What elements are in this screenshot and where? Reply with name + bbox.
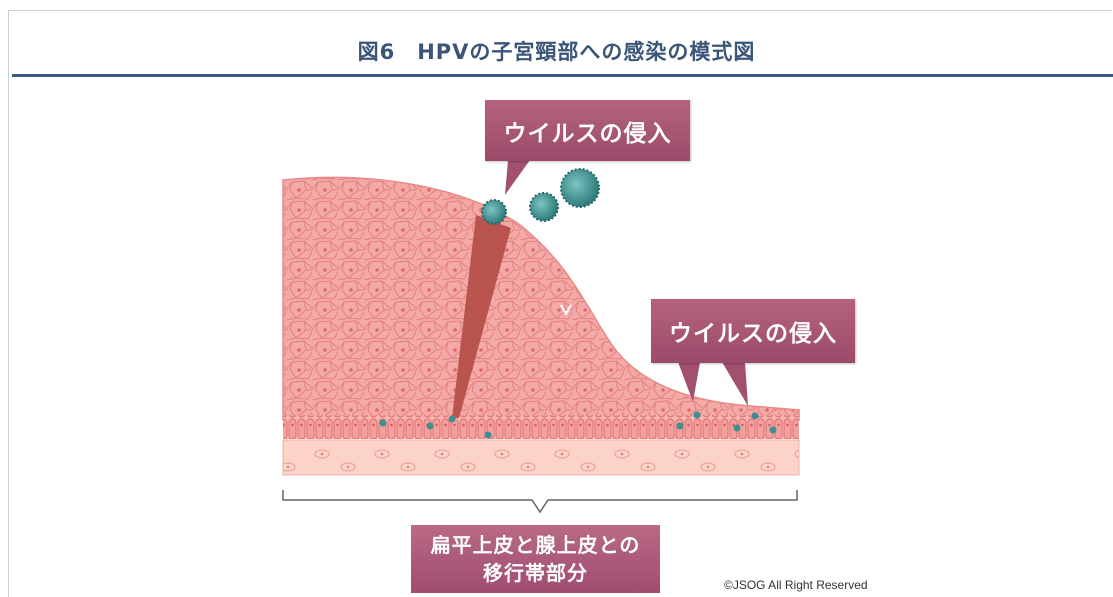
stroma-layer xyxy=(283,440,799,475)
virus-icon xyxy=(561,169,599,207)
transformation-zone-label-line1: 扁平上皮と腺上皮との xyxy=(411,531,660,559)
basal-cell-layer xyxy=(283,415,799,439)
virus-icon xyxy=(482,200,506,224)
callout-1-tail xyxy=(505,160,530,195)
callout-2-tail-right xyxy=(722,362,748,406)
virus-icon xyxy=(530,193,558,221)
transformation-zone-label: 扁平上皮と腺上皮との 移行帯部分 xyxy=(411,525,660,593)
virus-entry-callout-right: ウイルスの侵入 xyxy=(651,299,855,363)
virus-entry-callout-top: ウイルスの侵入 xyxy=(485,100,690,161)
copyright-notice: ©JSOG All Right Reserved xyxy=(724,578,868,592)
transformation-zone-label-line2: 移行帯部分 xyxy=(411,559,660,587)
bracket-icon xyxy=(283,490,797,512)
